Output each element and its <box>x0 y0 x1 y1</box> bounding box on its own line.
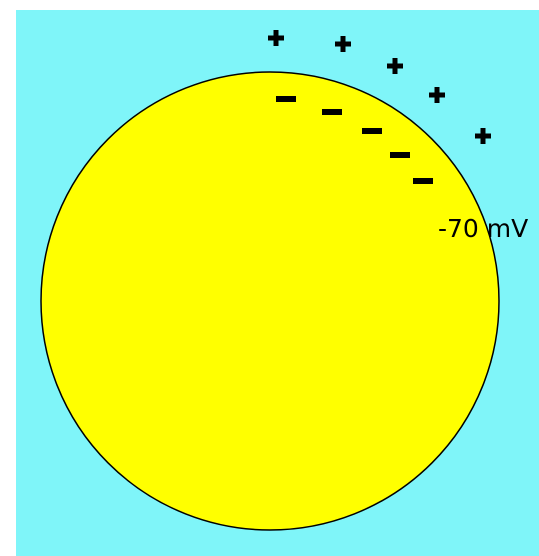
negative-charge <box>322 109 342 115</box>
membrane-potential-label: -70 mV <box>438 214 528 243</box>
negative-charge <box>390 152 410 158</box>
cell-body <box>41 72 499 530</box>
negative-charge <box>413 178 433 184</box>
negative-charge <box>362 128 382 134</box>
negative-charge <box>276 96 296 102</box>
